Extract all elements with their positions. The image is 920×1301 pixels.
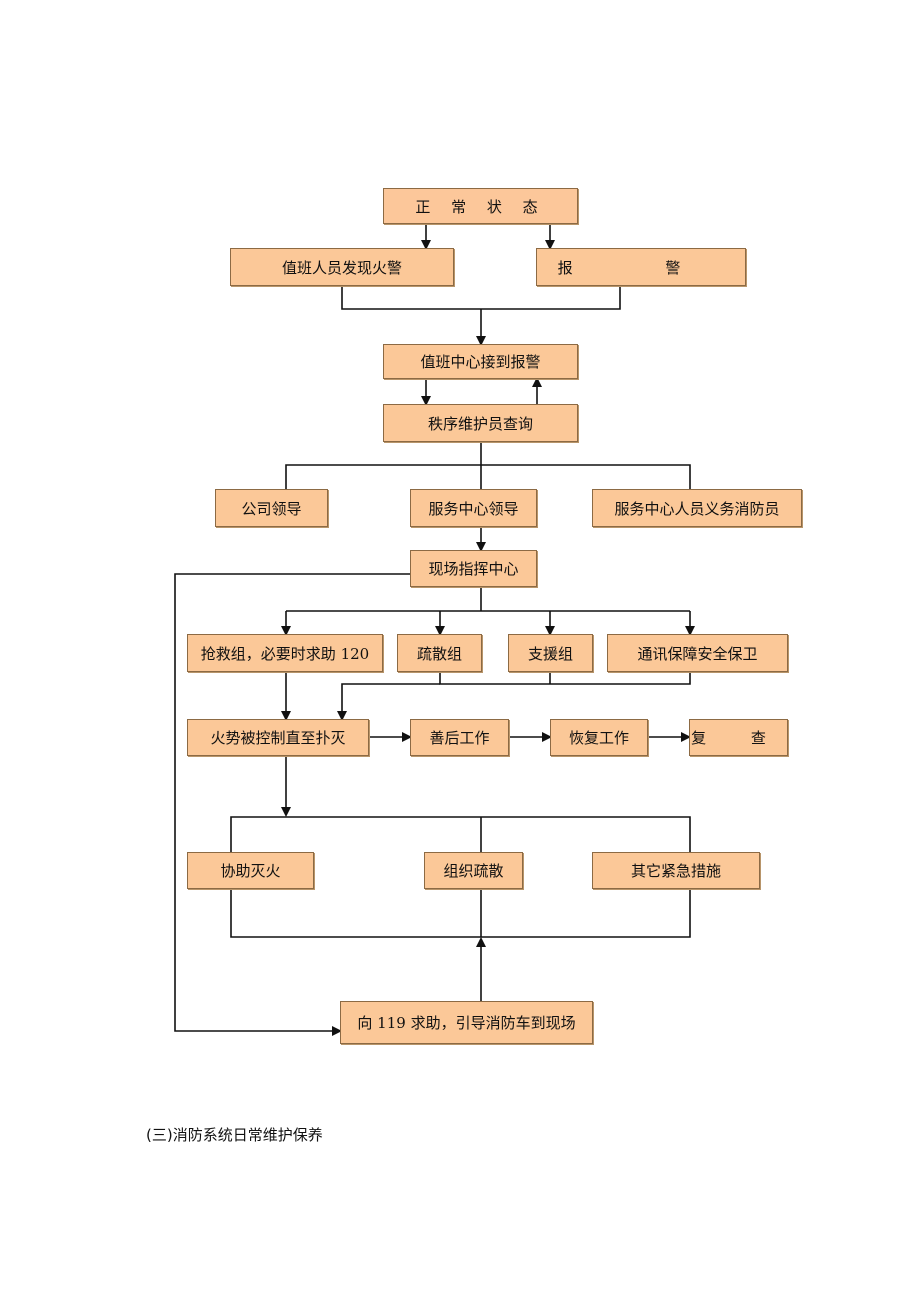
- groups-merge-line: [439, 672, 691, 685]
- branch-line-leaders: [285, 464, 691, 489]
- connector-lines: [174, 224, 695, 1036]
- node-call-119: 向 119 求助，引导消防车到现场: [340, 1001, 593, 1044]
- node-organize-evacuation: 组织疏散: [424, 852, 523, 889]
- node-aftermath: 善后工作: [410, 719, 509, 756]
- merge-line-bottom: [230, 889, 691, 938]
- node-assist-extinguish: 协助灭火: [187, 852, 314, 889]
- section-heading: (三)消防系统日常维护保养: [146, 1126, 323, 1144]
- node-service-center-leader: 服务中心领导: [410, 489, 537, 527]
- node-other-measures: 其它紧急措施: [592, 852, 760, 889]
- node-onsite-command: 现场指挥中心: [410, 550, 537, 587]
- arrow-command-to-119: [174, 573, 410, 1036]
- arrow-groups-to-fire: [337, 683, 440, 721]
- node-review: 复 查: [689, 719, 788, 756]
- merge-line-top: [341, 286, 621, 310]
- node-rescue-group: 抢救组，必要时求助 120: [187, 634, 383, 672]
- node-recovery: 恢复工作: [550, 719, 648, 756]
- node-comm-security: 通讯保障安全保卫: [607, 634, 788, 672]
- node-order-guard-check: 秩序维护员查询: [383, 404, 578, 442]
- node-duty-staff-finds-fire: 值班人员发现火警: [230, 248, 454, 286]
- node-fire-controlled: 火势被控制直至扑灭: [187, 719, 369, 756]
- node-normal-state: 正 常 状 态: [383, 188, 578, 224]
- node-service-center-firefighters: 服务中心人员义务消防员: [592, 489, 802, 527]
- branch-line-bottom: [230, 816, 691, 852]
- node-duty-center-receives: 值班中心接到报警: [383, 344, 578, 379]
- node-company-leader: 公司领导: [215, 489, 328, 527]
- node-alarm: 报 警: [536, 248, 746, 286]
- node-support-group: 支援组: [508, 634, 593, 672]
- node-evacuation-group: 疏散组: [397, 634, 482, 672]
